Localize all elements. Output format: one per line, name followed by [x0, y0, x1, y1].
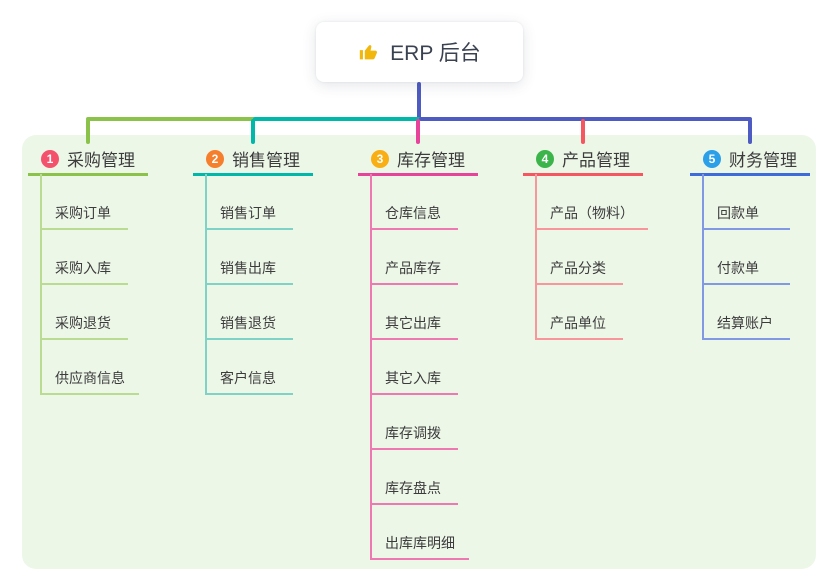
sub-item[interactable]: 产品单位 [535, 313, 623, 340]
sub-item[interactable]: 回款单 [702, 203, 790, 230]
branches-panel [22, 135, 816, 569]
sub-item[interactable]: 产品库存 [370, 258, 458, 285]
sub-connector-line [702, 174, 704, 340]
root-label: ERP 后台 [390, 42, 481, 65]
connector-segment-teal [253, 117, 421, 121]
sub-item[interactable]: 产品（物料） [535, 203, 648, 230]
branch-label: 采购管理 [67, 151, 135, 170]
root-node[interactable]: ERP 后台 [316, 22, 523, 82]
sub-item[interactable]: 采购入库 [40, 258, 128, 285]
branch-column: 4 产品管理产品（物料） 产品分类产品单位 [523, 148, 648, 340]
sub-connector-line [535, 174, 537, 340]
branch-drop-line [748, 119, 752, 144]
branch-number-badge: 2 [206, 149, 224, 168]
sub-item[interactable]: 其它出库 [370, 313, 458, 340]
root-connector-line [417, 82, 421, 119]
sub-item[interactable]: 采购订单 [40, 203, 128, 230]
branch-drop-line [416, 119, 420, 144]
branch-label: 库存管理 [397, 151, 465, 170]
thumbs-up-icon [358, 41, 380, 63]
branch-title[interactable]: 1 采购管理 [28, 148, 148, 176]
sub-item[interactable]: 库存调拨 [370, 423, 458, 450]
branch-column: 2 销售管理销售订单销售出库销售退货客户信息 [193, 148, 313, 395]
branch-drop-line [251, 119, 255, 144]
sub-item[interactable]: 销售订单 [205, 203, 293, 230]
branch-number-badge: 4 [536, 149, 554, 168]
sub-item[interactable]: 供应商信息 [40, 368, 139, 395]
sub-connector-line [370, 174, 372, 560]
branch-number-badge: 1 [41, 149, 59, 168]
branch-label: 产品管理 [562, 151, 630, 170]
branch-label: 财务管理 [729, 151, 797, 170]
sub-item[interactable]: 销售出库 [205, 258, 293, 285]
sub-item[interactable]: 其它入库 [370, 368, 458, 395]
branch-title[interactable]: 4 产品管理 [523, 148, 643, 176]
sub-item[interactable]: 销售退货 [205, 313, 293, 340]
sub-item[interactable]: 客户信息 [205, 368, 293, 395]
branch-title[interactable]: 3 库存管理 [358, 148, 478, 176]
branch-column: 5 财务管理回款单付款单结算账户 [690, 148, 810, 340]
branch-drop-line [581, 119, 585, 144]
branch-title[interactable]: 2 销售管理 [193, 148, 313, 176]
branch-title[interactable]: 5 财务管理 [690, 148, 810, 176]
branch-number-badge: 3 [371, 149, 389, 168]
sub-item[interactable]: 采购退货 [40, 313, 128, 340]
branch-label: 销售管理 [232, 151, 300, 170]
sub-item[interactable]: 仓库信息 [370, 203, 458, 230]
sub-item[interactable]: 出库库明细 [370, 533, 469, 560]
branch-drop-line [86, 119, 90, 144]
branch-column: 1 采购管理采购订单采购入库采购退货供应商信息 [28, 148, 148, 395]
connector-segment-indigo [419, 117, 752, 121]
sub-item[interactable]: 库存盘点 [370, 478, 458, 505]
sub-item[interactable]: 产品分类 [535, 258, 623, 285]
sub-item[interactable]: 结算账户 [702, 313, 790, 340]
sub-item[interactable]: 付款单 [702, 258, 790, 285]
branch-number-badge: 5 [703, 149, 721, 168]
connector-segment-green [86, 117, 255, 121]
branch-column: 3 库存管理仓库信息产品库存其它出库其它入库库存调拨库存盘点出库库明细 [358, 148, 478, 560]
